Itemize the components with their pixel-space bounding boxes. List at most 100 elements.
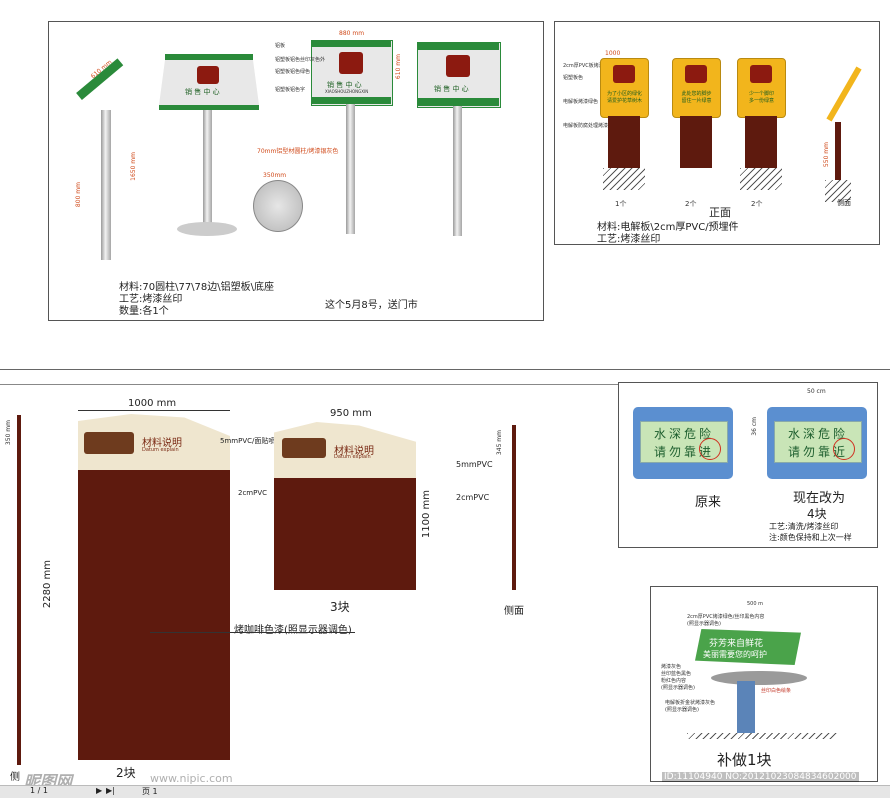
panel-yellow-signs: 2cm厚PVC板烤漆色 铝塑板色 电解板烤漆绿色 电解板防腐处理烤漆棕色 100…	[554, 21, 880, 245]
dim-pole: 1650 mm	[130, 152, 137, 181]
warning-sign-new: 水深危险 请勿靠近	[767, 407, 867, 479]
big-board: 材料说明 Datum explain	[78, 414, 230, 760]
old-line-1: 水深危险	[653, 427, 714, 441]
section-divider-2	[0, 384, 878, 385]
new-char-circle	[833, 438, 855, 460]
rect-sign-right: 销 售 中 心	[417, 42, 501, 240]
p1-line-1: 材料:70圆柱\77\78边\铝塑板\底座	[119, 282, 275, 293]
trap-sign-text: 销 售 中 心	[185, 88, 220, 96]
p1-line-3: 数量:各1个	[119, 306, 169, 317]
ysign-2-count: 2个	[685, 200, 697, 208]
p4-line-2: 注:颜色保持和上次一样	[769, 533, 852, 542]
label-2: 铝塑板铝色丝印灰色外	[275, 57, 326, 63]
yellow-side-view: 550 mm	[821, 62, 871, 212]
small-header-sub: Datum explain	[334, 454, 371, 460]
p5-caption: 补做1块	[717, 751, 772, 769]
ysign-1-text: 为了小区的绿化 请爱护花草树木	[606, 91, 642, 104]
rect-sign-front: 销 售 中 心 XIAOSHOUZHONGXIN 880 mm 610 mm	[311, 30, 402, 240]
right-sign-text: 销 售 中 心	[434, 85, 469, 93]
left-edge-board	[17, 415, 21, 765]
section-divider	[0, 369, 890, 370]
p3-pvc5: 5mmPVC/面贴喷绘	[220, 437, 283, 445]
p5-right-note: 丝印白色绘条	[761, 688, 792, 694]
dim-base: 350mm	[263, 172, 287, 179]
new-line-2: 请勿靠	[787, 445, 833, 459]
flower-sign-board	[695, 629, 801, 665]
p3-side-dim: 345 mm	[496, 430, 503, 456]
p3-side-pvc5: 5mmPVC	[456, 460, 493, 469]
p4-label-old: 原来	[695, 495, 722, 510]
p2-label-1: 2cm厚PVC板烤漆色	[563, 63, 609, 69]
small-board: 材料说明 Datum explain	[274, 422, 416, 590]
p5-line-1: 芬芳来自鲜花	[709, 639, 764, 649]
label-4: 铝塑板铝色字	[275, 87, 306, 93]
page-indicator[interactable]: 1 / 1	[30, 786, 48, 795]
small-header-title: 材料说明	[334, 446, 374, 457]
p2-line-2: 工艺:烤漆丝印	[597, 234, 661, 245]
p3-left-dim: 350 mm	[5, 420, 12, 446]
rect-sign-pinyin: XIAOSHOUZHONGXIN	[325, 89, 369, 94]
last-page-icon[interactable]: ▶|	[106, 786, 115, 795]
panel-water-warning: 50 cm 36 cm 水深危险 请勿靠进 水深危险 请勿靠近 原来 现在改为 …	[618, 382, 878, 548]
p1-note: 这个5月8号，送门市	[325, 300, 418, 311]
watermark-id: ID:11104940 NO:20121023084834602000	[662, 772, 859, 782]
dim-rect-top: 880 mm	[339, 30, 365, 37]
panel-flower-sign: 500 m 2cm厚PVC烤漆绿色/丝印黑色内容 (照显示器调色) 芬芳来自鲜花…	[650, 586, 878, 782]
p2-label-4: 电解板防腐处理烤漆棕色	[563, 123, 619, 129]
p5-line-2: 美丽需要您的呵护	[703, 650, 767, 659]
base-disc	[253, 180, 303, 232]
p4-label-new: 现在改为	[793, 491, 846, 506]
status-bar: 1 / 1 ▶ ▶| 页 1	[0, 785, 890, 798]
p2-side-label: 侧面	[837, 199, 851, 207]
inclined-sign-view: 610 mm 800 mm 1650 mm	[75, 58, 155, 262]
p5-left-notes: 烤漆灰色 丝印蓝色黑色 粉红色内容 (照显示器调色)	[661, 664, 695, 691]
dim-rect-right: 610 mm	[395, 54, 402, 80]
page-tab[interactable]: 页 1	[142, 787, 158, 796]
p5-dim-w: 500 m	[747, 601, 764, 607]
watermark-site: www.nipic.com	[150, 772, 233, 785]
ysign-3-count: 2个	[751, 200, 763, 208]
flower-ground	[687, 733, 837, 739]
p2-label-2: 铝塑板色	[563, 75, 584, 81]
new-line-1: 水深危险	[787, 427, 848, 441]
panel-signpost-sales: 610 mm 800 mm 1650 mm 销 售 中 心 350mm 销 售 …	[48, 21, 544, 321]
flower-sign-post	[737, 681, 755, 733]
next-page-icon[interactable]: ▶	[96, 786, 103, 795]
old-line-2: 请勿靠	[653, 445, 699, 459]
trapezoid-sign: 销 售 中 心	[159, 54, 259, 244]
p3-big-height: 2280 mm	[42, 560, 53, 609]
label-1: 铝板	[275, 43, 286, 49]
big-header-sub: Datum explain	[142, 447, 179, 453]
p3-count-small: 3块	[330, 600, 350, 614]
ysign-1-count: 1个	[615, 200, 627, 208]
p3-left-label: 侧	[10, 772, 20, 783]
p3-small-height: 1100 mm	[421, 490, 432, 539]
p2-dim-h: 1000	[605, 50, 621, 57]
dim-left-height: 800 mm	[75, 182, 82, 208]
side-board	[512, 425, 516, 590]
p2-line-1: 材料:电解板\2cm厚PVC/预埋件	[597, 222, 739, 233]
old-char-circle	[699, 438, 721, 460]
p5-top-note: 2cm厚PVC烤漆绿色/丝印黑色内容 (照显示器调色)	[687, 614, 765, 627]
big-header-title: 材料说明	[142, 438, 182, 449]
p3-small-width: 950 mm	[330, 408, 372, 419]
p4-line-1: 工艺:清洗/烤漆丝印	[769, 522, 839, 531]
warning-sign-old: 水深危险 请勿靠进	[633, 407, 733, 479]
p2-front-label: 正面	[709, 206, 731, 219]
p3-count-big: 2块	[116, 766, 136, 780]
p2-dim-v: 550 mm	[823, 142, 830, 168]
flower-sign-cap	[711, 671, 807, 685]
ysign-2-text: 此处您的脚步 留住一片绿意	[681, 91, 712, 104]
p4-dim-w: 50 cm	[807, 388, 826, 395]
ysign-3-text: 少一个脚印 多一份绿意	[748, 91, 774, 104]
p2-label-3: 电解板烤漆绿色	[563, 99, 599, 105]
p1-line-2: 工艺:烤漆丝印	[119, 294, 183, 305]
p3-big-width: 1000 mm	[128, 398, 177, 409]
p5-bottom-note: 电解板折金状烤漆灰色 (照显示器调色)	[665, 700, 716, 713]
p4-dim-h: 36 cm	[751, 417, 758, 436]
label-3: 铝塑板铝色绿色	[275, 69, 311, 75]
rect-sign-text: 销 售 中 心	[327, 81, 362, 89]
p3-paint-note: 烤咖啡色漆(照显示器调色)	[234, 625, 352, 636]
pole-note: 70mm铝型材圆柱/烤漆银灰色	[257, 148, 339, 155]
p3-pvc2: 2cmPVC	[238, 489, 268, 497]
